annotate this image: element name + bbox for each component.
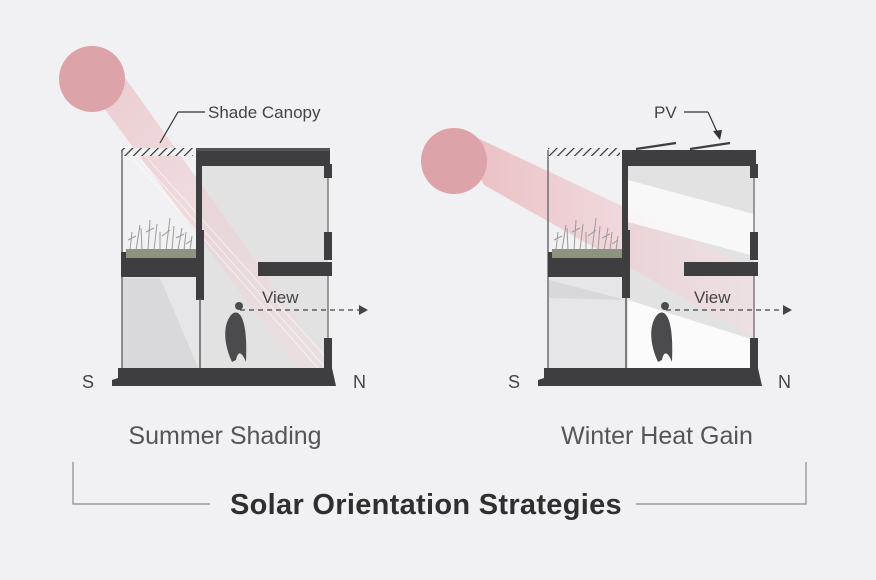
sunlit-patch-upper xyxy=(628,180,754,256)
person-head xyxy=(235,302,243,310)
south-label-right: S xyxy=(508,372,520,392)
central-wall-upper xyxy=(196,164,202,230)
north-wall-mid-r xyxy=(750,232,758,260)
person-figure xyxy=(225,312,247,362)
pv-panels xyxy=(635,141,731,151)
roof-slab-r xyxy=(622,150,756,166)
summer-panel: Shade Canopy View S N Summer Shading xyxy=(59,46,368,450)
mezzanine-slab xyxy=(258,262,332,276)
view-label-right: View xyxy=(694,288,731,307)
pv-label: PV xyxy=(654,103,677,122)
north-wall-upper-r xyxy=(750,164,758,178)
canopy-leader xyxy=(159,111,179,144)
foliage xyxy=(127,217,193,251)
pv-leader-diag xyxy=(707,111,719,135)
central-wall-upper-r xyxy=(622,164,628,230)
person-figure-r xyxy=(651,312,673,362)
winter-sun-ray xyxy=(456,128,754,338)
floor-slab xyxy=(112,368,336,386)
view-arrowhead-r xyxy=(783,305,792,315)
diagram-title: Solar Orientation Strategies xyxy=(230,489,622,521)
summer-caption: Summer Shading xyxy=(128,422,321,450)
floor-slab-r xyxy=(538,368,762,386)
winter-sun-icon xyxy=(421,128,487,194)
north-label-right: N xyxy=(778,372,791,392)
roof-slab xyxy=(196,150,330,166)
ground-shadow xyxy=(122,278,200,372)
shade-canopy-label: Shade Canopy xyxy=(208,103,321,122)
planter-soil-r xyxy=(552,249,622,258)
ray-streaks xyxy=(124,149,331,369)
south-label-left: S xyxy=(82,372,94,392)
canopy-hatch-r xyxy=(548,148,620,156)
north-wall-lower xyxy=(324,338,332,370)
summer-sun-icon xyxy=(59,46,125,112)
shade-canopy-hatch xyxy=(121,148,193,156)
view-arrowhead xyxy=(359,305,368,315)
north-wall-mid xyxy=(324,232,332,260)
person-head-r xyxy=(661,302,669,310)
view-label-left: View xyxy=(262,288,299,307)
interior-shadow-band xyxy=(549,280,626,300)
title-bracket xyxy=(72,462,807,505)
roof-edge xyxy=(196,148,330,151)
foliage-r xyxy=(553,217,619,251)
winter-panel: PV View S N Winter Heat Gain xyxy=(421,103,792,450)
winter-caption: Winter Heat Gain xyxy=(561,422,753,450)
pv-arrowhead xyxy=(713,130,722,140)
mezzanine-slab-r xyxy=(684,262,758,276)
north-wall-upper xyxy=(324,164,332,178)
north-wall-lower-r xyxy=(750,338,758,370)
north-label-left: N xyxy=(353,372,366,392)
planter-soil xyxy=(126,249,196,258)
